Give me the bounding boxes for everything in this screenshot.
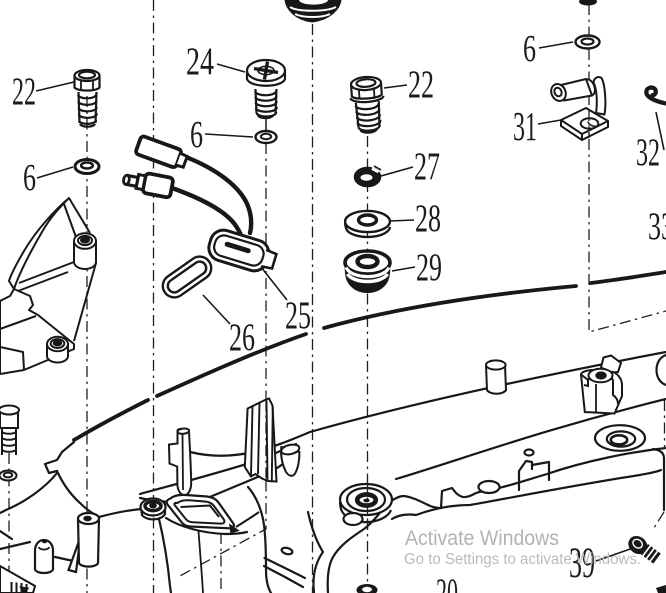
svg-text:33: 33 (648, 205, 666, 248)
svg-text:39: 39 (569, 540, 595, 587)
svg-text:26: 26 (229, 316, 255, 359)
svg-text:24: 24 (186, 40, 214, 83)
svg-text:28: 28 (415, 197, 441, 240)
svg-text:6: 6 (23, 157, 36, 199)
svg-text:6: 6 (523, 28, 536, 70)
svg-text:32: 32 (636, 131, 660, 174)
svg-text:Activate Windows: Activate Windows (405, 526, 559, 550)
svg-text:29: 29 (416, 246, 442, 289)
svg-text:Go to Settings to activate Win: Go to Settings to activate Windows. (404, 551, 641, 568)
svg-text:27: 27 (414, 145, 440, 188)
svg-text:6: 6 (190, 114, 203, 156)
svg-text:20: 20 (436, 570, 458, 593)
svg-text:22: 22 (408, 63, 434, 106)
svg-text:31: 31 (513, 103, 537, 149)
svg-text:25: 25 (285, 294, 311, 337)
svg-text:22: 22 (12, 70, 36, 113)
